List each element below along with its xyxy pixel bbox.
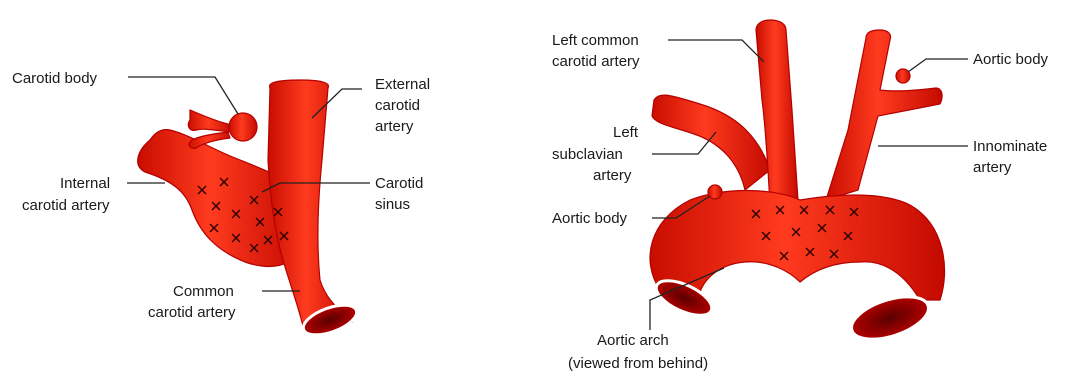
label-arch-2: (viewed from behind) <box>568 355 708 372</box>
label-arch-1: Aortic arch <box>597 332 669 349</box>
label-left-sub-2: subclavian <box>552 146 623 163</box>
label-carotid-body: Carotid body <box>12 70 98 87</box>
aortic-body-left <box>708 185 722 199</box>
label-left-sub-3: artery <box>593 167 632 184</box>
label-lcc-2: carotid artery <box>552 53 640 70</box>
label-common-1: Common <box>173 283 234 300</box>
label-sinus-2: sinus <box>375 196 410 213</box>
label-sinus-1: Carotid <box>375 175 423 192</box>
common-carotid-trunk <box>268 80 352 330</box>
carotid-illustration <box>138 80 361 341</box>
label-external-1: External <box>375 76 430 93</box>
label-left-sub-1: Left <box>613 124 639 141</box>
label-common-2: carotid artery <box>148 304 236 321</box>
label-internal-1: Internal <box>60 175 110 192</box>
left-common-carotid-artery <box>756 20 798 205</box>
label-external-3: artery <box>375 118 414 135</box>
label-external-2: carotid <box>375 97 420 114</box>
label-aortic-body-top: Aortic body <box>973 51 1049 68</box>
carotid-body-vessels <box>188 110 232 148</box>
innominate-artery <box>826 30 942 200</box>
label-lcc-1: Left common <box>552 32 639 49</box>
carotid-body <box>229 113 257 141</box>
label-internal-2: carotid artery <box>22 197 110 214</box>
label-innominate-1: Innominate <box>973 138 1047 155</box>
label-innominate-2: artery <box>973 159 1012 176</box>
arch-right-lumen <box>846 289 933 348</box>
aortic-arch-illustration <box>650 20 945 347</box>
label-aortic-body-left: Aortic body <box>552 210 628 227</box>
left-subclavian-artery <box>652 95 770 190</box>
aortic-body-top <box>896 69 910 83</box>
